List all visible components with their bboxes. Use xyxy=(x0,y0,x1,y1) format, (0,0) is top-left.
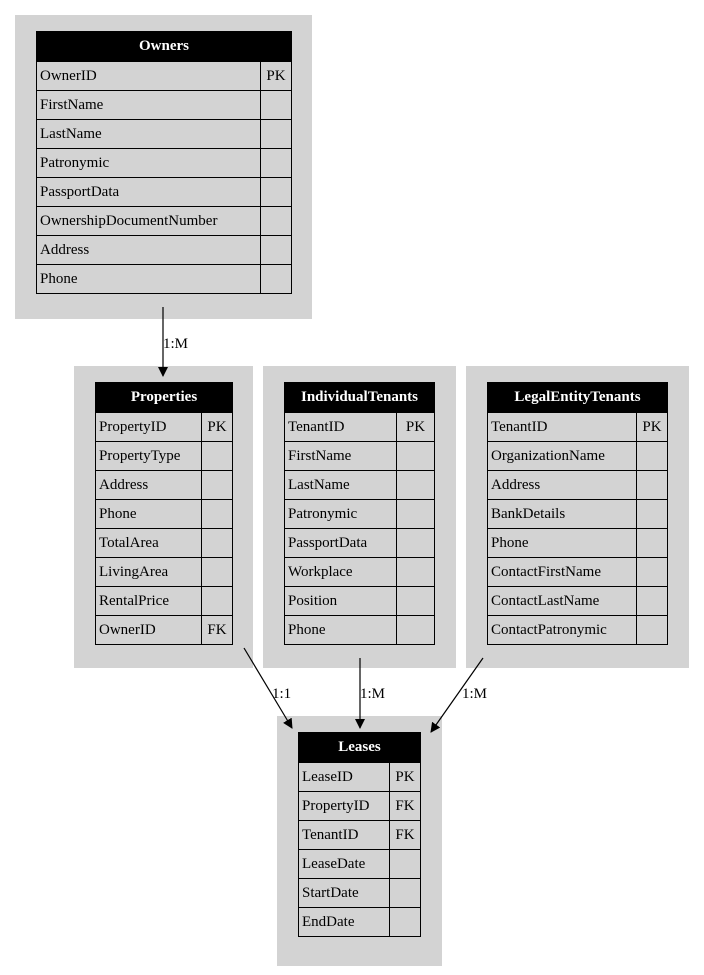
individual-tenants-title: IndividualTenants xyxy=(284,382,435,413)
leases-title: Leases xyxy=(298,732,421,763)
field-name: Address xyxy=(95,470,202,500)
field-key xyxy=(260,264,292,294)
field-key xyxy=(636,586,668,616)
field-key: PK xyxy=(260,61,292,91)
field-name: Patronymic xyxy=(284,499,397,529)
table-row: OwnershipDocumentNumber xyxy=(36,206,292,236)
field-key xyxy=(396,615,435,645)
table-row: Address xyxy=(95,470,233,500)
field-key xyxy=(636,615,668,645)
field-name: Position xyxy=(284,586,397,616)
table-row: StartDate xyxy=(298,878,421,908)
table-row: Phone xyxy=(36,264,292,294)
table-row: Position xyxy=(284,586,435,616)
edge-label-properties-leases: 1:1 xyxy=(272,686,291,702)
field-name: Phone xyxy=(36,264,261,294)
field-name: PassportData xyxy=(36,177,261,207)
edge-label-individual-tenants-leases: 1:M xyxy=(360,686,385,702)
field-key xyxy=(396,528,435,558)
table-row: Phone xyxy=(284,615,435,645)
field-name: ContactPatronymic xyxy=(487,615,637,645)
field-name: Phone xyxy=(284,615,397,645)
table-row: LastName xyxy=(284,470,435,500)
field-name: Address xyxy=(36,235,261,265)
table-row: Patronymic xyxy=(284,499,435,529)
table-row: Workplace xyxy=(284,557,435,587)
field-key: FK xyxy=(201,615,233,645)
field-name: FirstName xyxy=(36,90,261,120)
table-row: LastName xyxy=(36,119,292,149)
field-name: LeaseDate xyxy=(298,849,390,879)
table-row: ContactFirstName xyxy=(487,557,668,587)
field-key xyxy=(389,907,421,937)
field-name: PropertyID xyxy=(298,791,390,821)
field-name: Phone xyxy=(95,499,202,529)
table-row: LeaseDate xyxy=(298,849,421,879)
field-name: PropertyType xyxy=(95,441,202,471)
table-row: TotalArea xyxy=(95,528,233,558)
legal-entity-tenants-title: LegalEntityTenants xyxy=(487,382,668,413)
field-name: OwnerID xyxy=(36,61,261,91)
edge-properties-leases xyxy=(243,647,293,729)
table-row: PassportData xyxy=(284,528,435,558)
field-key xyxy=(201,586,233,616)
table-row: Phone xyxy=(95,499,233,529)
field-name: Workplace xyxy=(284,557,397,587)
table-row: PassportData xyxy=(36,177,292,207)
field-name: Address xyxy=(487,470,637,500)
field-key xyxy=(260,148,292,178)
field-name: LeaseID xyxy=(298,762,390,792)
field-name: PropertyID xyxy=(95,412,202,442)
table-row: EndDate xyxy=(298,907,421,937)
table-row: ContactPatronymic xyxy=(487,615,668,645)
field-key xyxy=(389,878,421,908)
field-key: PK xyxy=(636,412,668,442)
field-key xyxy=(396,586,435,616)
field-name: OwnerID xyxy=(95,615,202,645)
table-row: Address xyxy=(36,235,292,265)
field-key xyxy=(389,849,421,879)
field-name: StartDate xyxy=(298,878,390,908)
field-key xyxy=(636,470,668,500)
field-key: FK xyxy=(389,791,421,821)
field-key xyxy=(201,557,233,587)
table-row: Address xyxy=(487,470,668,500)
field-key xyxy=(201,499,233,529)
field-name: ContactFirstName xyxy=(487,557,637,587)
field-key: PK xyxy=(389,762,421,792)
field-name: LastName xyxy=(36,119,261,149)
properties-title: Properties xyxy=(95,382,233,413)
edge-label-legal-entity-tenants-leases: 1:M xyxy=(462,686,487,702)
field-key xyxy=(636,499,668,529)
edge-legal-entity-tenants-leases xyxy=(430,657,484,733)
field-key: PK xyxy=(201,412,233,442)
table-row: FirstName xyxy=(36,90,292,120)
edge-label-owners-properties: 1:M xyxy=(163,336,188,352)
field-key xyxy=(636,441,668,471)
field-name: PassportData xyxy=(284,528,397,558)
field-name: EndDate xyxy=(298,907,390,937)
field-key xyxy=(396,441,435,471)
field-name: TotalArea xyxy=(95,528,202,558)
table-row: RentalPrice xyxy=(95,586,233,616)
field-key xyxy=(260,206,292,236)
field-name: OwnershipDocumentNumber xyxy=(36,206,261,236)
